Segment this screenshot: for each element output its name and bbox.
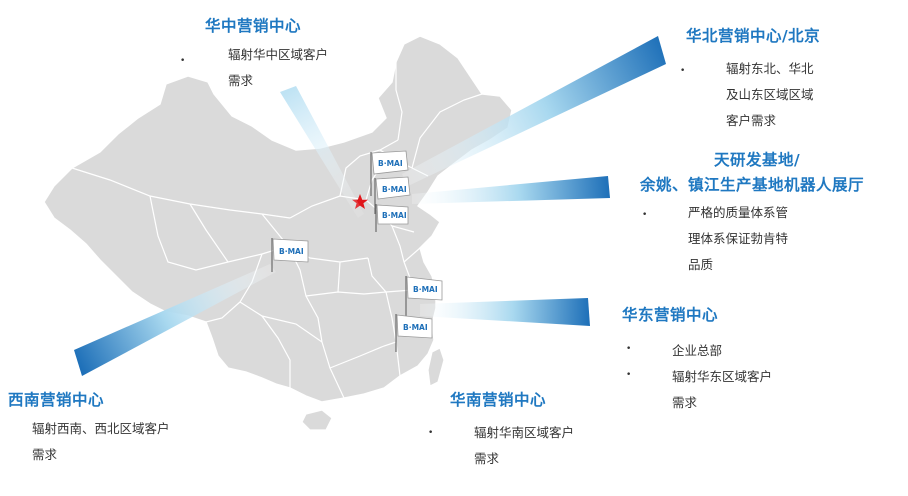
south-center-bullets: 辐射华南区域客户 需求 xyxy=(474,420,574,472)
south-center-title: 华南营销中心 xyxy=(450,391,547,409)
rd-center-title-line2: 余姚、镇江生产基地机器人展厅 xyxy=(640,176,865,194)
flag-north: B·MAI xyxy=(370,150,409,196)
svg-text:B·MAI: B·MAI xyxy=(403,323,428,332)
capital-star-icon xyxy=(352,194,368,209)
hainan-island xyxy=(301,409,333,431)
svg-text:B·MAI: B·MAI xyxy=(378,159,403,168)
east-center-title: 华东营销中心 xyxy=(622,306,719,324)
rd-bullet-dot: • xyxy=(642,210,648,220)
north-bullet-dot: • xyxy=(680,66,686,76)
central-center-title: 华中营销中心 xyxy=(205,17,302,35)
flag-southwest: B·MAI xyxy=(271,238,309,272)
southwest-center-bullet: 辐射西南、西北区域客户 需求 xyxy=(32,421,170,462)
svg-text:B·MAI: B·MAI xyxy=(413,285,438,294)
central-center-bullet: 辐射华中区域客户 需求 xyxy=(228,47,329,88)
svg-text:B·MAI: B·MAI xyxy=(279,247,304,256)
north-center-bullet: 辐射东北、华北 及山东区域区域 客户需求 xyxy=(726,61,814,128)
beam-southwest xyxy=(74,264,276,376)
beam-rd xyxy=(412,176,610,204)
south-bullet-dot: • xyxy=(428,428,434,438)
central-bullet-dot: • xyxy=(180,56,186,66)
east-bullet-dot-1: • xyxy=(626,344,632,354)
north-center-title: 华北营销中心/北京 xyxy=(686,27,821,45)
svg-text:B·MAI: B·MAI xyxy=(382,185,407,194)
beam-east xyxy=(420,298,590,326)
southwest-center-title: 西南营销中心 xyxy=(8,391,105,409)
rd-center-bullets: 严格的质量体系管 理体系保证勃肯特 品质 xyxy=(688,200,788,278)
east-center-bullets: 企业总部 辐射华东区域客户 需求 xyxy=(672,338,772,416)
flag-tianjin: B·MAI xyxy=(375,204,409,232)
flag-beijing: B·MAI xyxy=(374,176,411,214)
east-center-bullet-1: 企业总部 xyxy=(672,343,723,358)
flag-east: B·MAI xyxy=(405,276,443,318)
flag-south: B·MAI xyxy=(395,314,433,352)
taiwan-island xyxy=(427,347,445,387)
central-center-bullets: 辐射华中区域客户 需求 xyxy=(228,42,328,94)
east-center-bullet-2: 辐射华东区域客户 需求 xyxy=(672,369,773,410)
southwest-center-bullets: 辐射西南、西北区域客户 需求 xyxy=(32,416,170,468)
beam-north xyxy=(402,36,666,186)
svg-text:B·MAI: B·MAI xyxy=(382,211,407,220)
beam-central xyxy=(280,86,364,218)
rd-center-title-line1: 天研发基地/ xyxy=(714,151,801,169)
south-center-bullet: 辐射华南区域客户 需求 xyxy=(474,425,575,466)
rd-center-bullet: 严格的质量体系管 理体系保证勃肯特 品质 xyxy=(688,205,789,272)
north-center-bullets: 辐射东北、华北 及山东区域区域 客户需求 xyxy=(726,56,814,134)
east-bullet-dot-2: • xyxy=(626,370,632,380)
